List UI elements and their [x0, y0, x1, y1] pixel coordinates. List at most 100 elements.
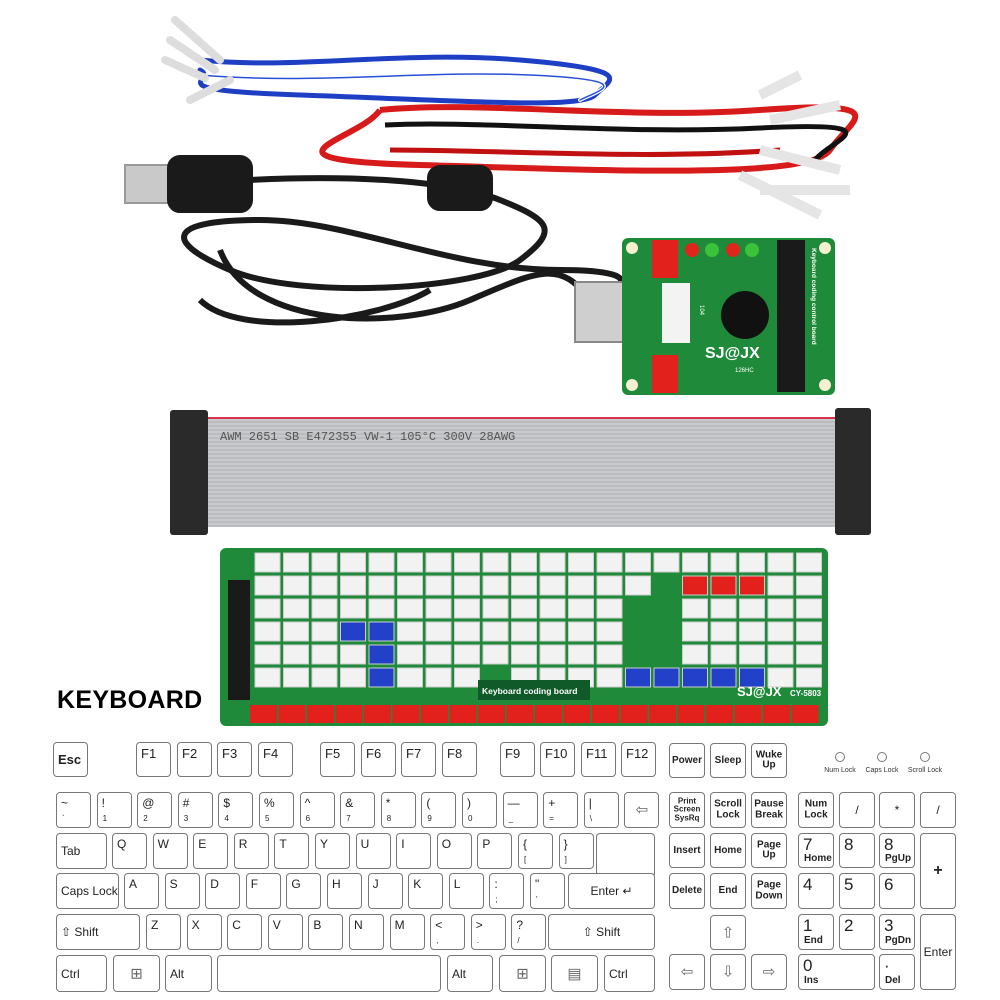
key-key[interactable]: "': [530, 873, 565, 909]
key-page-down[interactable]: Page Down: [751, 873, 787, 909]
key-c[interactable]: C: [227, 914, 263, 950]
key-key[interactable]: ·Del: [879, 954, 915, 990]
key-enter[interactable]: Enter: [920, 914, 956, 990]
key-f[interactable]: F: [245, 873, 281, 909]
key-2[interactable]: 2: [839, 914, 875, 950]
key-x[interactable]: X: [186, 914, 222, 950]
key-caps-lock[interactable]: Caps Lock: [56, 873, 119, 909]
key-ctrl[interactable]: Ctrl: [56, 955, 107, 992]
arrow-left-key[interactable]: ⇦: [669, 954, 705, 990]
key-key[interactable]: ~`: [56, 792, 91, 828]
key-k[interactable]: K: [408, 873, 444, 909]
key-q[interactable]: Q: [112, 833, 147, 869]
key-key[interactable]: &7: [340, 792, 376, 828]
key-key[interactable]: (9: [421, 792, 457, 828]
key-f5[interactable]: F5: [320, 742, 355, 777]
key-e[interactable]: E: [193, 833, 229, 869]
key-key[interactable]: >.: [470, 914, 506, 950]
key-r[interactable]: R: [233, 833, 269, 869]
key-v[interactable]: V: [267, 914, 303, 950]
key-pause-break[interactable]: Pause Break: [751, 792, 787, 828]
key-f10[interactable]: F10: [540, 742, 575, 777]
key-delete[interactable]: Delete: [669, 873, 705, 909]
key-m[interactable]: M: [389, 914, 425, 950]
key-key[interactable]: +=: [543, 792, 579, 828]
key-scroll-lock[interactable]: Scroll Lock: [710, 792, 746, 828]
key-key[interactable]: +: [920, 833, 956, 909]
key-n[interactable]: N: [349, 914, 384, 950]
key-key[interactable]: [217, 955, 441, 992]
key-key[interactable]: /: [839, 792, 875, 828]
enter-key-upper[interactable]: [596, 833, 655, 875]
key-ctrl[interactable]: Ctrl: [604, 955, 655, 992]
key-num-lock[interactable]: Num Lock: [798, 792, 834, 828]
key-power[interactable]: Power: [669, 743, 705, 778]
key-6[interactable]: 6: [879, 873, 915, 909]
key-w[interactable]: W: [152, 833, 188, 869]
windows-key[interactable]: ⊞: [499, 955, 546, 992]
key-d[interactable]: D: [205, 873, 241, 909]
key-f2[interactable]: F2: [177, 742, 212, 777]
key-key[interactable]: |\: [583, 792, 619, 828]
key-f7[interactable]: F7: [401, 742, 436, 777]
key-enter-[interactable]: Enter ↵: [568, 873, 655, 909]
backspace-arrow-key[interactable]: ⇦: [624, 792, 660, 828]
key-g[interactable]: G: [286, 873, 322, 909]
arrow-up-key[interactable]: ⇧: [710, 915, 746, 950]
key-f8[interactable]: F8: [442, 742, 477, 777]
key-j[interactable]: J: [367, 873, 403, 909]
key-key[interactable]: <,: [430, 914, 466, 950]
key-sleep[interactable]: Sleep: [710, 743, 746, 778]
key-o[interactable]: O: [436, 833, 472, 869]
key-key[interactable]: ?/: [511, 914, 547, 950]
key-f3[interactable]: F3: [217, 742, 252, 777]
key-l[interactable]: L: [448, 873, 484, 909]
key-key[interactable]: /: [920, 792, 956, 828]
key-key[interactable]: :;: [489, 873, 525, 909]
key-wuke-up[interactable]: Wuke Up: [751, 743, 787, 778]
key-tab[interactable]: Tab: [56, 833, 107, 869]
key-page-up[interactable]: Page Up: [751, 833, 787, 868]
key-z[interactable]: Z: [146, 914, 181, 950]
key-home[interactable]: Home: [710, 833, 746, 868]
key-key[interactable]: ^6: [299, 792, 335, 828]
key-i[interactable]: I: [396, 833, 432, 869]
key-key[interactable]: {[: [518, 833, 553, 869]
arrow-down-key[interactable]: ⇩: [710, 954, 746, 990]
key-f1[interactable]: F1: [136, 742, 171, 777]
key-alt[interactable]: Alt: [447, 955, 493, 992]
key-t[interactable]: T: [274, 833, 310, 869]
key-h[interactable]: H: [327, 873, 362, 909]
key-f9[interactable]: F9: [500, 742, 535, 777]
key-5[interactable]: 5: [839, 873, 875, 909]
key-f11[interactable]: F11: [581, 742, 616, 777]
key-key[interactable]: *8: [380, 792, 416, 828]
key-s[interactable]: S: [164, 873, 200, 909]
key-key[interactable]: !1: [96, 792, 132, 828]
key-key[interactable]: )0: [462, 792, 497, 828]
key-insert[interactable]: Insert: [669, 833, 705, 868]
key--shift[interactable]: ⇧ Shift: [548, 914, 655, 950]
key-key[interactable]: %5: [259, 792, 294, 828]
key-p[interactable]: P: [477, 833, 513, 869]
key-8[interactable]: 8: [839, 833, 875, 868]
key-key[interactable]: $4: [218, 792, 254, 828]
arrow-right-key[interactable]: ⇨: [751, 954, 787, 990]
key-key[interactable]: —_: [502, 792, 538, 828]
key-a[interactable]: A: [124, 873, 159, 909]
key-print-screen-sysrq[interactable]: Print Screen SysRq: [669, 792, 705, 828]
key-key[interactable]: *: [879, 792, 915, 828]
key--shift[interactable]: ⇧ Shift: [56, 914, 140, 950]
key-u[interactable]: U: [355, 833, 391, 869]
windows-key[interactable]: ⊞: [113, 955, 160, 992]
context-menu-key[interactable]: ▤: [551, 955, 598, 992]
key-esc[interactable]: Esc: [53, 742, 88, 777]
key-alt[interactable]: Alt: [165, 955, 212, 992]
key-f6[interactable]: F6: [361, 742, 396, 777]
key-4[interactable]: 4: [798, 873, 834, 909]
